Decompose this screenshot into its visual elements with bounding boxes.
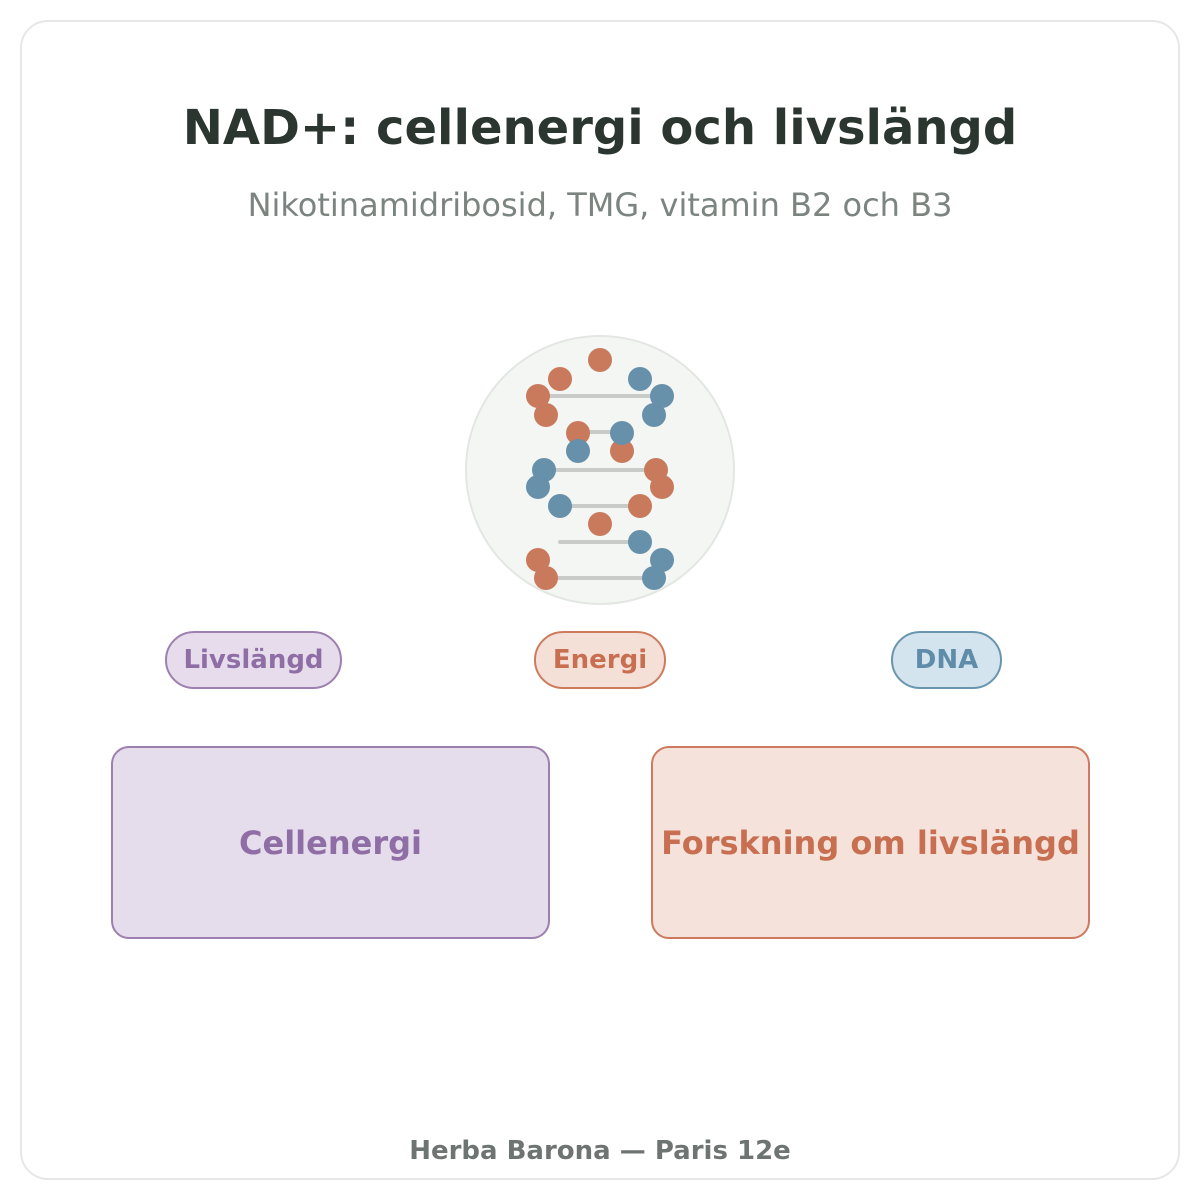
box-forskning-label: Forskning om livslängd xyxy=(661,823,1080,862)
box-forskning: Forskning om livslängd xyxy=(651,746,1090,939)
footer-text: Herba Barona — Paris 12e xyxy=(409,1136,791,1166)
page-subtitle: Nikotinamidribosid, TMG, vitamin B2 och … xyxy=(247,186,953,224)
dna-illustration xyxy=(465,335,735,605)
box-cellenergi: Cellenergi xyxy=(111,746,550,939)
page-title: NAD+: cellenergi och livslängd xyxy=(182,100,1018,156)
tag-energi: Energi xyxy=(534,631,666,689)
dna-helix-icon xyxy=(464,334,736,606)
tag-dna: DNA xyxy=(891,631,1002,689)
box-cellenergi-label: Cellenergi xyxy=(239,823,422,862)
tag-livslangd: Livslängd xyxy=(165,631,342,689)
